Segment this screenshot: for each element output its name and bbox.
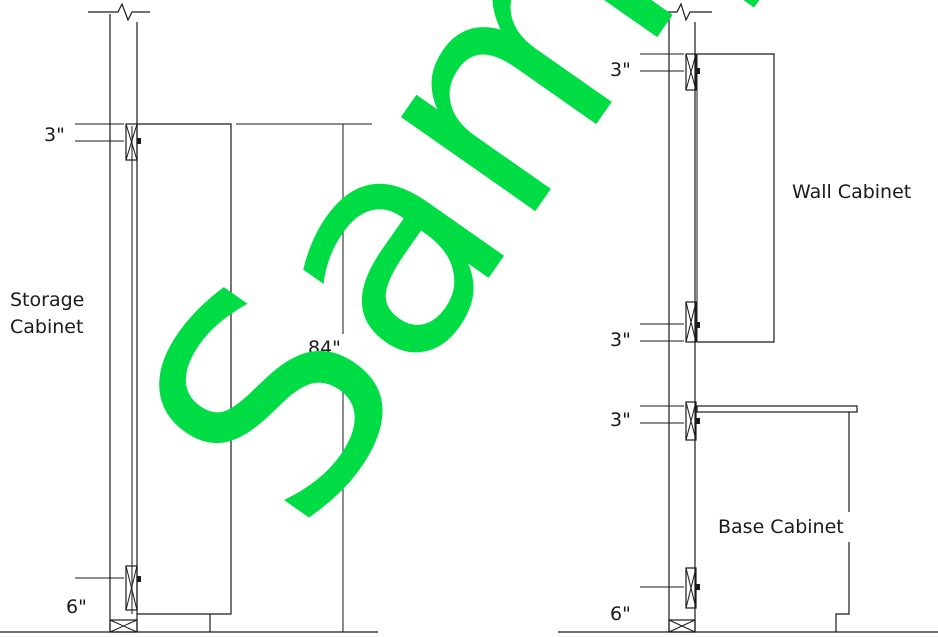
left-break-symbol	[88, 2, 150, 22]
left-floor-plate	[109, 619, 138, 633]
base-cabinet-label-bg	[714, 512, 878, 542]
wall-cabinet-outline	[697, 53, 775, 343]
height-dim-label: 84"	[308, 337, 341, 359]
wall-cabinet-top-blocking	[685, 53, 700, 91]
right-elevation: 3" Wall Cabinet 3" 3" Base Cabinet 6"	[558, 2, 938, 633]
left-bottom-blocking	[125, 565, 141, 611]
storage-cabinet-label-line2: Cabinet	[10, 316, 83, 338]
base-top-dim-label: 3"	[610, 409, 631, 431]
base-cabinet-label: Base Cabinet	[718, 516, 844, 538]
base-cabinet-bottom-blocking	[685, 567, 700, 609]
left-bottom-dim-label: 6"	[66, 596, 87, 618]
height-dim-label-bg	[306, 334, 366, 360]
right-break-symbol	[648, 2, 712, 22]
wall-cabinet-bottom-blocking	[685, 301, 700, 343]
wall-top-dim-label: 3"	[610, 59, 631, 81]
wall-bottom-dim-label: 3"	[610, 329, 631, 351]
left-top-blocking	[125, 123, 141, 161]
base-cabinet-countertop	[696, 405, 858, 413]
right-floor-plate	[668, 619, 696, 633]
left-top-dim-label: 3"	[44, 124, 65, 146]
storage-cabinet-label-line1: Storage	[10, 289, 84, 311]
storage-cabinet-outline	[137, 123, 232, 615]
sample-watermark: Sample	[77, 0, 938, 581]
wall-cabinet-label: Wall Cabinet	[792, 181, 911, 203]
left-elevation: 3" Storage Cabinet 84" 6"	[0, 2, 378, 633]
base-cabinet-top-blocking	[685, 401, 700, 441]
base-bottom-dim-label: 6"	[610, 603, 631, 625]
